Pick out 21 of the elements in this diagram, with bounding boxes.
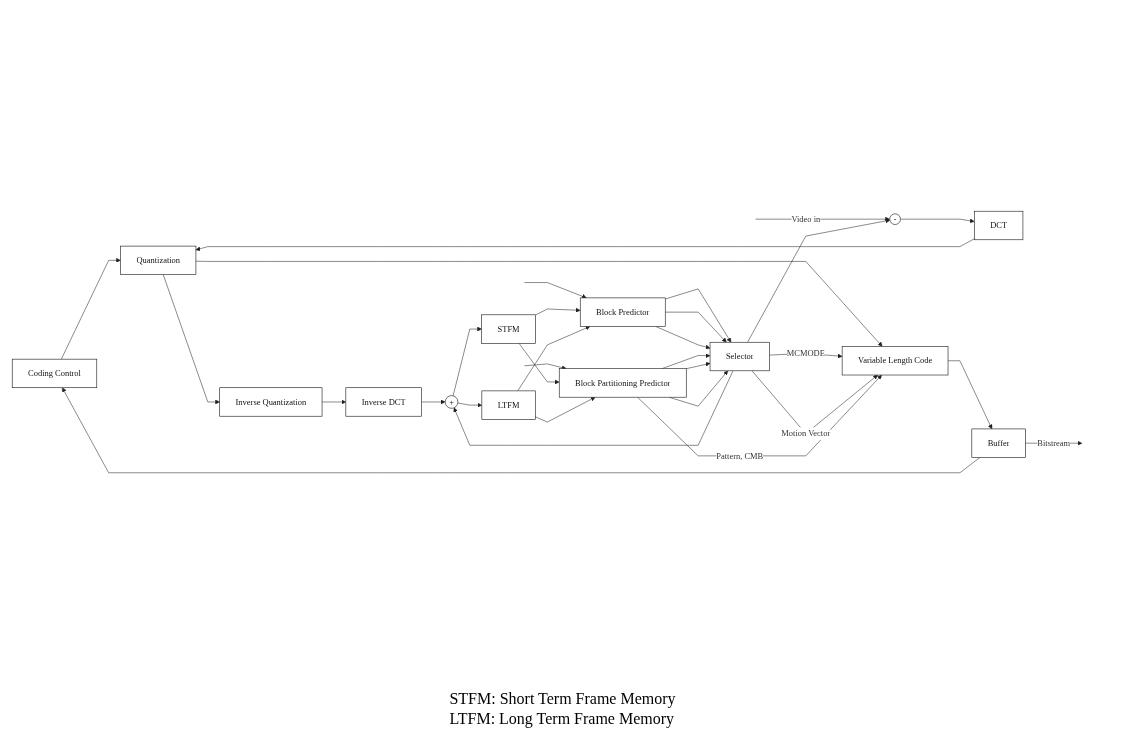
node-box: Quantization [119,245,196,275]
node-box: Coding Control [11,358,97,388]
node-box: STFM [480,314,536,344]
node-box: LTFM [481,390,536,420]
node-box: Block Partitioning Predictor [558,368,687,398]
node-circle: - [888,213,901,225]
node-box: Inverse Quantization [218,387,322,417]
node-box: DCT [973,210,1023,241]
note-text: LTFM: Long Term Frame Memory [449,710,676,728]
note-text: STFM: Short Term Frame Memory [449,690,676,708]
edge-label: Motion Vector [780,428,830,438]
node-box: Inverse DCT [345,387,422,417]
node-box: Variable Length Code [841,346,948,376]
node-box: Buffer [971,428,1026,458]
node-circle: + [444,395,458,409]
node-box: Block Predictor [579,297,666,327]
edge-label: MCMODE [786,348,825,358]
edge-label: Pattern, CMB [715,451,763,461]
edge-label: Bitstream [1036,438,1070,448]
edge-label: Video in [790,214,820,224]
node-box: Selector [709,341,770,372]
